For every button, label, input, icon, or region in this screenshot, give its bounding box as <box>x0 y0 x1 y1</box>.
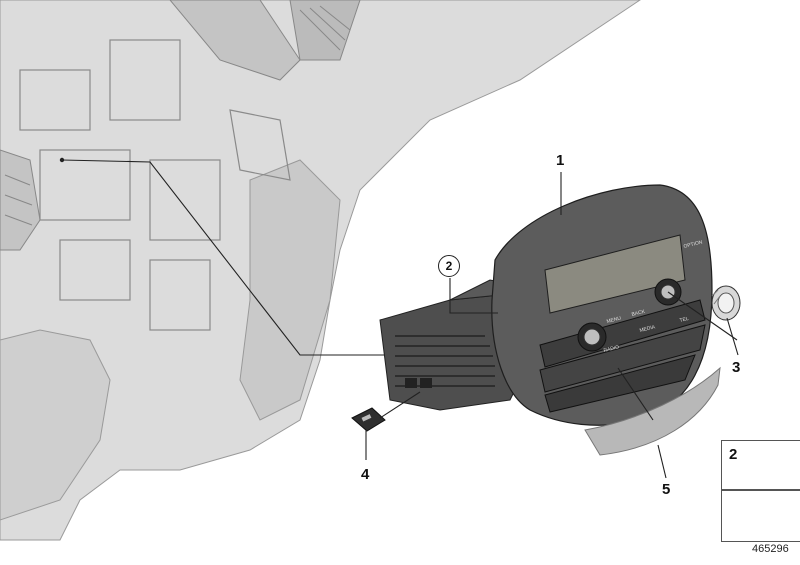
button-label-radio: RADIO <box>603 344 620 354</box>
air-vent-top <box>169 0 361 81</box>
legend-box-clip <box>721 490 800 542</box>
replacement-knob <box>711 285 741 321</box>
leader-line-mount <box>61 159 385 356</box>
callout-3: 3 <box>732 359 741 376</box>
button-label-back: BACK <box>631 309 646 318</box>
circled-callout-2: 2 <box>438 255 460 277</box>
callout-leaders <box>365 172 739 479</box>
legend-box-screw <box>721 440 800 490</box>
air-vent-left <box>0 149 41 251</box>
button-labels: MENU BACK OPTION MEDIA TEL RADIO <box>603 239 703 354</box>
button-label-option: OPTION <box>683 239 703 250</box>
callout-1: 1 <box>556 152 565 169</box>
button-label-media: MEDIA <box>639 324 656 334</box>
legend-screw-number: 2 <box>729 446 738 463</box>
button-panel <box>539 299 706 413</box>
case-vents <box>395 335 495 387</box>
usb-port <box>420 378 432 388</box>
diagram-id: 465296 <box>752 543 789 555</box>
leader-4b <box>379 391 421 419</box>
display-screen <box>544 234 686 314</box>
aux-cover <box>351 407 386 432</box>
aux-port <box>405 378 417 388</box>
leader-5 <box>657 444 667 479</box>
leader-3b <box>667 291 738 341</box>
radio-unit: MENU BACK OPTION MEDIA TEL RADIO <box>379 184 713 426</box>
callout-4: 4 <box>361 466 370 483</box>
callout-5: 5 <box>662 481 671 498</box>
trim-panel <box>584 366 721 456</box>
leader-2 <box>449 278 498 314</box>
button-label-menu: MENU <box>606 315 622 324</box>
dashboard-structure <box>0 0 641 541</box>
frame-openings <box>19 39 291 331</box>
leader-5b <box>617 367 654 421</box>
button-label-tel: TEL <box>679 316 690 324</box>
